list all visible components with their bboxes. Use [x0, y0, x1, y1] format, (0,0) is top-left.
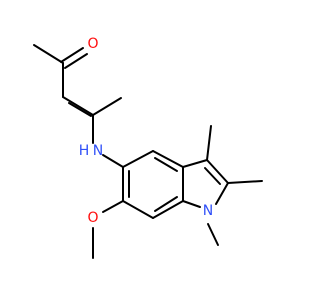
bond-ring-inner-1 — [154, 157, 178, 172]
bond-n1-c7a — [182, 200, 201, 208]
bond-acetyl-methyl — [33, 44, 64, 64]
bond-c2-n1 — [215, 182, 229, 205]
bond-c4a-c3a — [152, 150, 184, 168]
bond-c3-c4-outer — [62, 96, 94, 116]
bond-layer — [33, 44, 263, 259]
bond-c6-o — [102, 200, 124, 213]
bond-ring-inner-2 — [154, 196, 178, 212]
amine-nitrogen-label: N — [93, 143, 103, 159]
bond-c7a-c7 — [152, 200, 184, 219]
bond-carbonyl-1 — [60, 47, 84, 63]
bond-c4-methyl — [92, 97, 122, 116]
amine-hydrogen-label: H — [79, 143, 90, 159]
atom-label-layer: O N H O N — [79, 36, 214, 226]
bond-c3-c2-outer — [206, 159, 229, 184]
carbonyl-oxygen-label: O — [87, 36, 98, 52]
molecule-structure: O N H O N — [33, 36, 263, 259]
bond-carbonyl-2 — [64, 53, 88, 69]
bond-c5-c4a — [122, 150, 154, 168]
bond-c3-c4-inner — [68, 102, 92, 117]
bond-c2-methyl — [227, 180, 263, 184]
bond-c3a-c3 — [182, 159, 208, 168]
bond-c3-c2-inner — [204, 167, 221, 185]
methoxy-oxygen-label: O — [87, 210, 98, 226]
bond-c3-methyl — [206, 125, 212, 161]
bond-n-c5 — [102, 154, 124, 168]
bond-n1-methyl — [207, 223, 219, 246]
bond-c7-c6 — [122, 200, 154, 219]
indole-nitrogen-label: N — [203, 203, 213, 219]
